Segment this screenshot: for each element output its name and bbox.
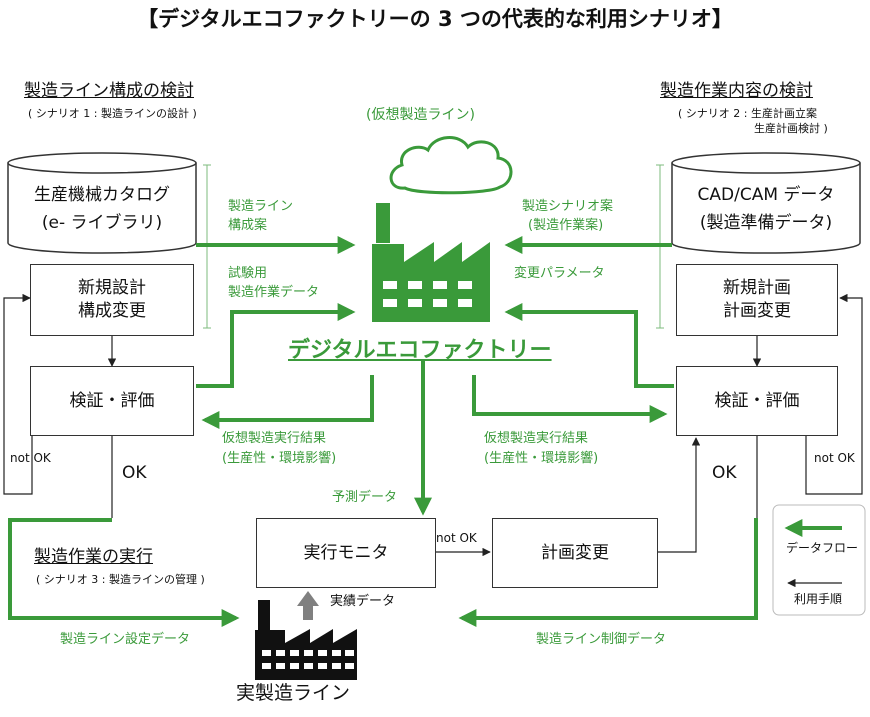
cad-label-1: CAD/CAM データ [697,185,835,205]
bottom-heading: 製造作業の実行 [34,547,153,567]
right-ok: OK [712,463,737,483]
flow-test-data [196,303,356,388]
new-design-box: 新規設計構成変更 [30,264,194,336]
config-label-2: 構成案 [228,218,268,233]
catalog-cylinder [7,152,197,254]
test-label-2: 製造作業データ [228,285,320,300]
param-label: 変更パラメータ [514,266,605,281]
left-ok: OK [122,463,147,483]
left-verify-label: 検証・評価 [69,390,155,411]
right-notok: not OK [814,451,855,465]
plan-change-box: 計画変更 [492,518,658,588]
flow-result-right [472,375,668,423]
legend-procedure-label: 利用手順 [794,592,843,606]
left-heading: 製造ライン構成の検討 [24,81,194,101]
cad-cylinder [671,152,861,254]
new-plan-line2: 計画変更 [723,301,791,321]
legend-dataflow-label: データフロー [786,541,859,555]
left-notok: not OK [10,451,51,465]
green-flows [8,236,758,627]
forecast-label: 予測データ [332,490,398,505]
plan-change-label: 計画変更 [541,542,609,563]
config-label-1: 製造ライン [228,199,294,214]
scenario-label-1: 製造シナリオ案 [522,199,614,214]
flow-control-data [458,518,758,627]
bottom-scenario: ( シナリオ 3 : 製造ラインの管理 ) [36,573,205,586]
result-right-2: (生産性・環境影響) [484,451,599,466]
real-factory-icon [255,600,357,680]
page-title: 【デジタルエコファクトリーの 3 つの代表的な利用シナリオ】 [137,7,733,31]
right-scenario-1: ( シナリオ 2 : 生産計画立案 [678,107,817,120]
flow-param [504,303,674,388]
test-label-1: 試験用 [228,266,268,281]
monitor-box: 実行モニタ [256,518,436,588]
monitor-notok: not OK [436,531,477,545]
upload-arrow-icon [297,591,319,620]
setting-data-label: 製造ライン設定データ [60,632,191,647]
result-left-1: 仮想製造実行結果 [222,431,327,446]
new-design-line2: 構成変更 [78,301,146,321]
cloud-icon [389,136,513,195]
actual-data-label: 実績データ [330,594,396,609]
right-verify-label: 検証・評価 [714,390,800,411]
right-scenario-2: 生産計画検討 ) [754,122,828,135]
flow-result-left [201,375,374,429]
new-plan-line1: 新規計画 [723,278,791,299]
right-heading: 製造作業内容の検討 [660,81,813,101]
virtual-line-label: (仮想製造ライン) [366,107,475,123]
flow-setting-data [8,518,240,627]
left-scenario: ( シナリオ 1 : 製造ラインの設計 ) [28,107,197,120]
result-right-1: 仮想製造実行結果 [484,431,589,446]
new-plan-box: 新規計画計画変更 [676,264,838,336]
monitor-label: 実行モニタ [303,542,389,563]
new-design-line1: 新規設計 [78,278,146,299]
real-line-label: 実製造ライン [236,682,351,704]
control-data-label: 製造ライン制御データ [536,632,667,647]
scenario-label-2: (製造作業案) [528,218,604,233]
cad-label-2: (製造準備データ) [699,213,833,233]
procedure-flows [3,293,863,557]
catalog-label-1: 生産機械カタログ [34,185,170,205]
digital-factory-label: デジタルエコファクトリー [288,338,552,363]
left-verify-box: 検証・評価 [30,366,194,436]
factory-icon [372,203,490,322]
result-left-2: (生産性・環境影響) [222,451,337,466]
catalog-label-2: (e- ライブラリ) [41,213,163,233]
right-verify-box: 検証・評価 [676,366,838,436]
